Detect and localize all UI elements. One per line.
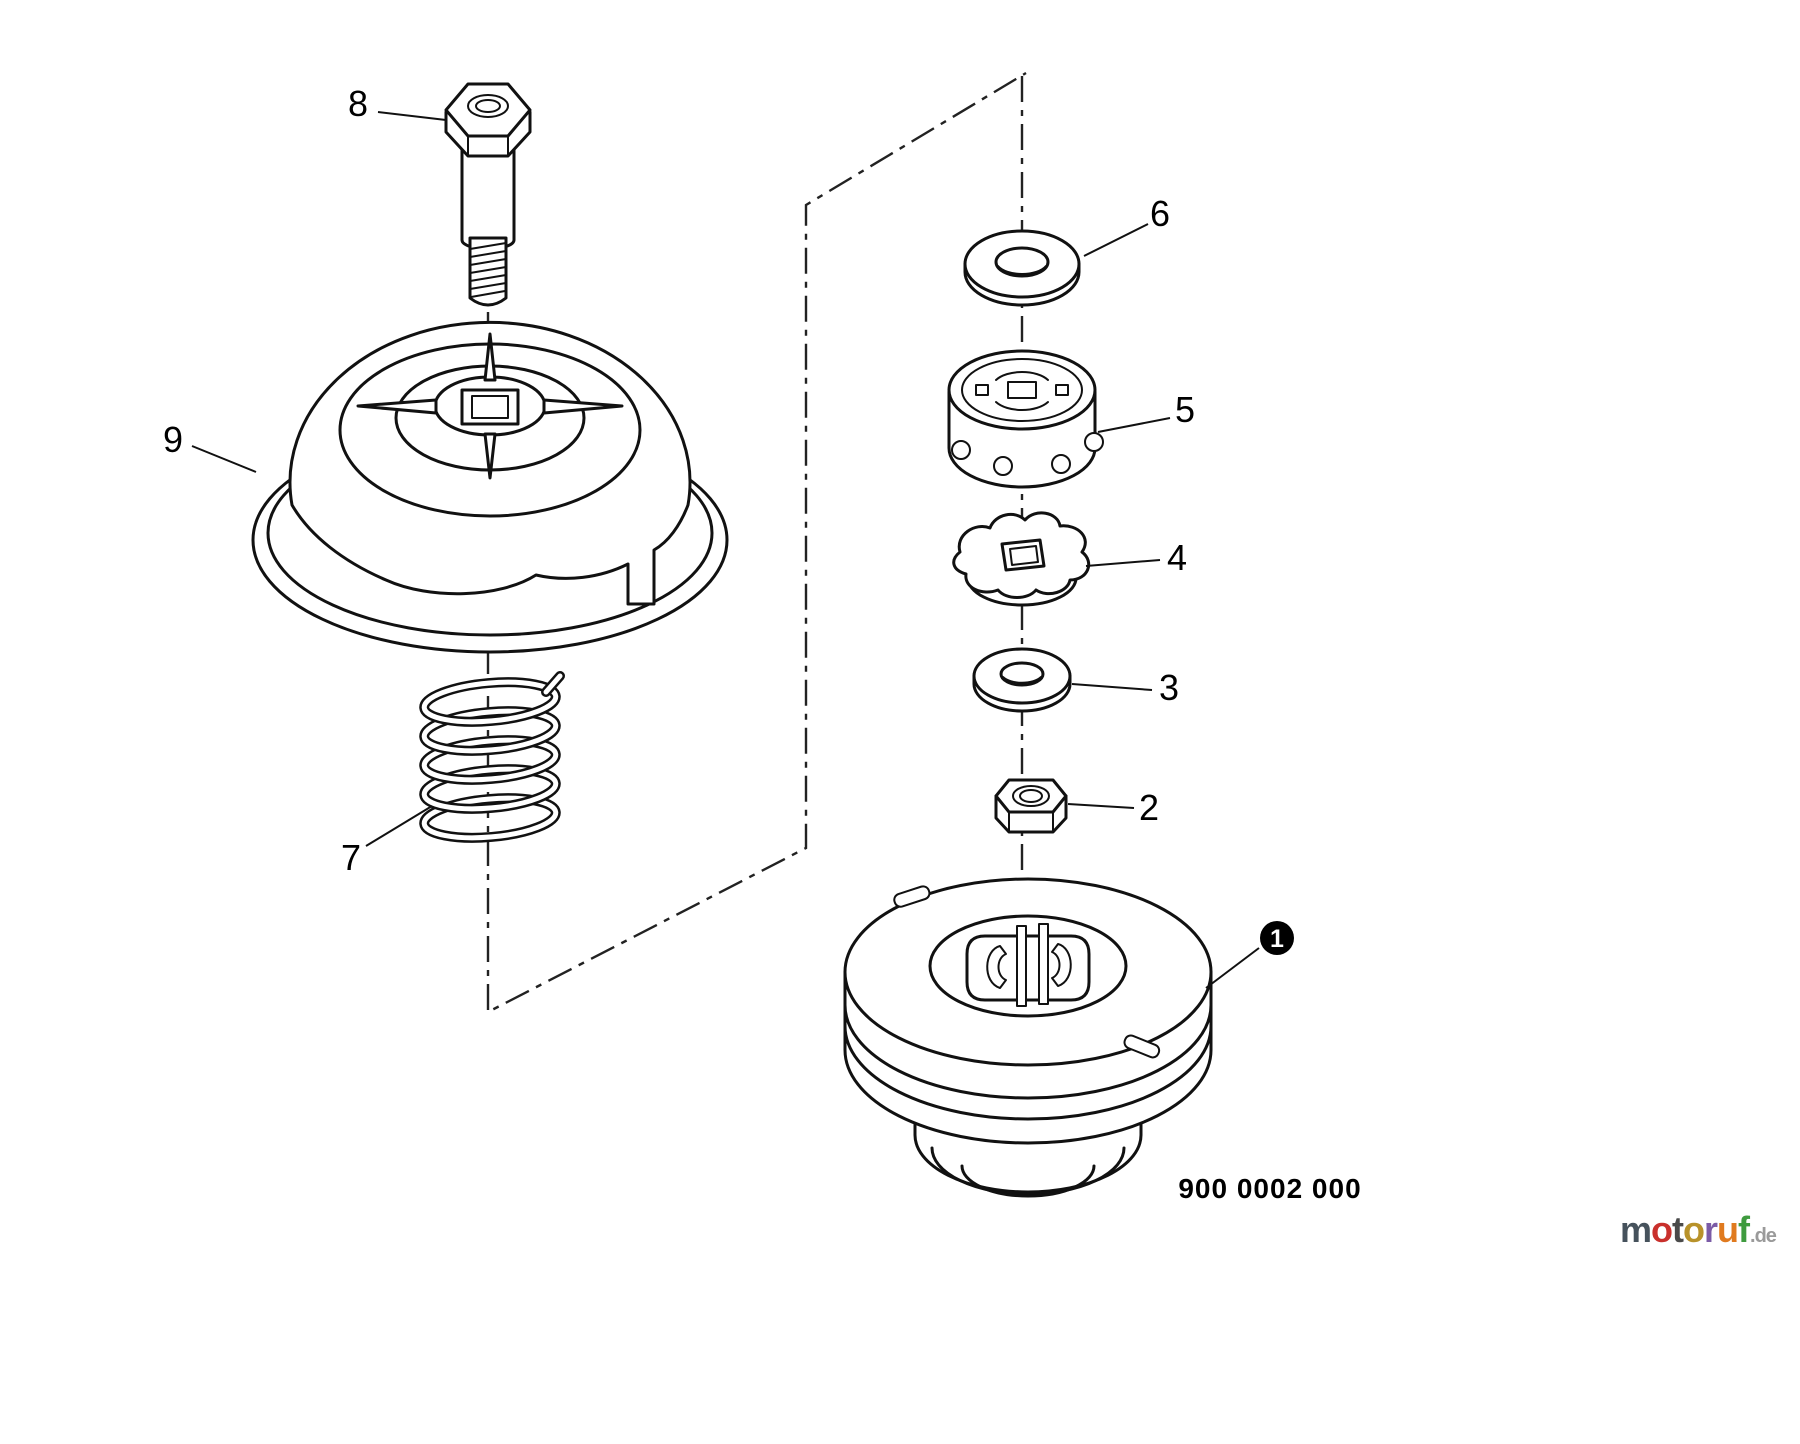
logo-letter: t [1672, 1209, 1684, 1250]
leader-2 [1067, 803, 1135, 809]
callout-2: 2 [1139, 787, 1159, 828]
part-drive-cup [947, 349, 1104, 489]
leader-3 [1071, 683, 1153, 691]
spool-rim-notch-left [893, 885, 931, 908]
logo-letter: m [1620, 1209, 1652, 1250]
callout-9: 9 [163, 419, 183, 460]
logo-letter: o [1683, 1209, 1705, 1250]
motoruf-logo[interactable]: m o t o r u f .de [1620, 1209, 1777, 1250]
leader-5 [1097, 417, 1171, 433]
part-spring [419, 671, 565, 843]
part-star-cam [952, 511, 1091, 607]
logo-letter: u [1717, 1209, 1739, 1250]
housing-star-spike-down [483, 432, 497, 480]
callout-1: 1 [1270, 925, 1284, 953]
housing-star-spike-left [356, 398, 438, 415]
housing-square-drive [460, 388, 520, 426]
spool-rim-notch-right [1123, 1034, 1161, 1059]
logo-letter: r [1704, 1209, 1718, 1250]
bolt-threads [469, 242, 507, 298]
leader-1 [1205, 947, 1260, 989]
callout-6: 6 [1150, 193, 1170, 234]
leader-4 [1085, 559, 1161, 567]
part-housing-drum [251, 320, 729, 654]
housing-star-spike-right [542, 398, 624, 415]
logo-letter: f [1738, 1209, 1750, 1250]
part-bolt [444, 82, 532, 307]
part-washer-upper [963, 229, 1081, 307]
callout-8: 8 [348, 83, 368, 124]
callout-1-badge: 1 [1260, 921, 1294, 955]
callout-5: 5 [1175, 389, 1195, 430]
callout-leaders [191, 111, 1260, 989]
leader-6 [1083, 223, 1149, 257]
part-spool [843, 877, 1213, 1198]
callout-4: 4 [1167, 537, 1187, 578]
callout-7: 7 [341, 837, 361, 878]
callout-3: 3 [1159, 667, 1179, 708]
part-number: 900 0002 000 [1178, 1173, 1361, 1204]
part-washer-lower [972, 647, 1072, 713]
part-hex-nut [994, 778, 1068, 834]
housing-star-spike-up [483, 332, 497, 382]
leader-9 [191, 445, 257, 473]
leader-7 [365, 805, 433, 847]
leader-8 [377, 111, 447, 121]
logo-letter: o [1651, 1209, 1673, 1250]
logo-suffix: .de [1750, 1225, 1777, 1247]
